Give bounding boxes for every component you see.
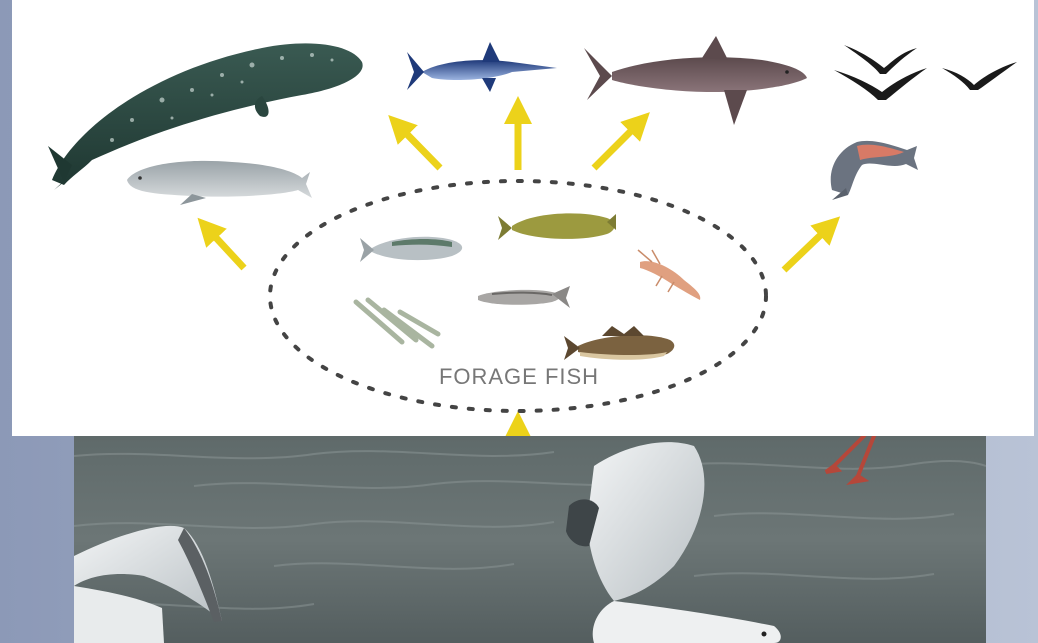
seagull-photo	[74, 436, 986, 643]
forage-fish-label: FORAGE FISH	[439, 364, 599, 389]
